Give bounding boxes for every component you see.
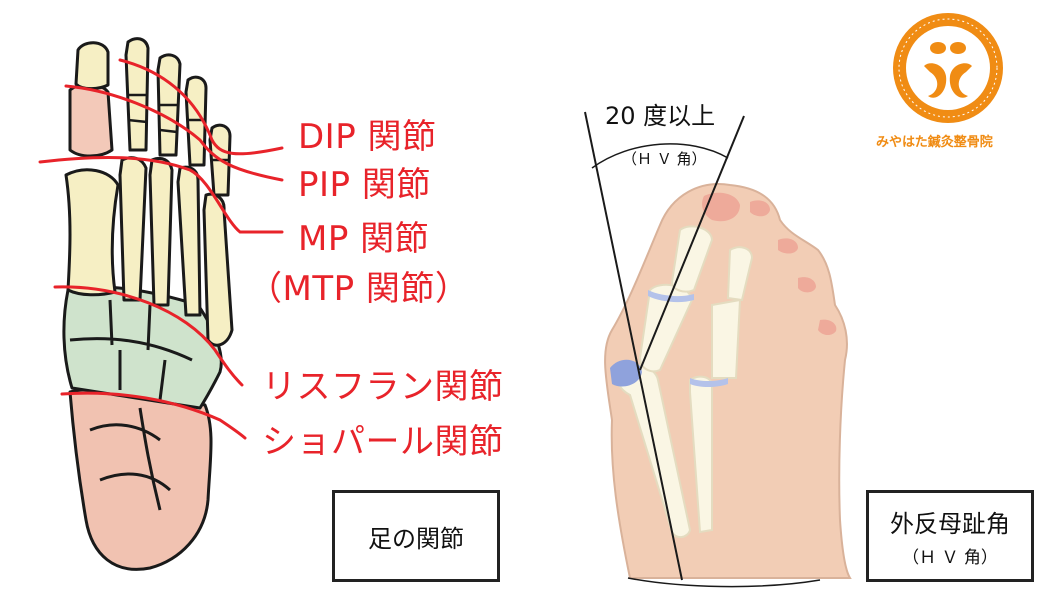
foot-joints-caption: 足の関節 bbox=[368, 524, 464, 553]
hv-angle-subtitle: （Ｈ Ｖ 角） bbox=[622, 150, 707, 168]
nail-big-toe bbox=[702, 192, 740, 222]
label-mtp-joint: （MTP 関節） bbox=[248, 269, 470, 309]
metatarsal-4 bbox=[176, 165, 202, 317]
hv-metatarsal-2 bbox=[689, 375, 713, 534]
hv-toe-3 bbox=[726, 246, 754, 302]
hv-angle-caption-box: 外反母趾角 （Ｈ Ｖ 角） bbox=[866, 490, 1034, 582]
logo-figure-icon bbox=[924, 42, 972, 98]
nail-toe-2 bbox=[750, 200, 770, 217]
chopart-line bbox=[60, 391, 247, 440]
clinic-name: みやはた鍼灸整骨院 bbox=[876, 135, 993, 150]
label-dip-joint: DIP 関節 bbox=[298, 117, 437, 157]
hv-toe-2 bbox=[711, 298, 742, 379]
label-lisfranc-joint: リスフラン関節 bbox=[262, 367, 504, 407]
metatarsal-1 bbox=[64, 168, 120, 297]
nail-toe-4 bbox=[798, 277, 816, 293]
big-toe-proximal bbox=[68, 82, 114, 158]
nail-toe-3 bbox=[778, 238, 798, 254]
metatarsal-3 bbox=[148, 156, 174, 307]
clinic-logo bbox=[893, 13, 1003, 123]
dip-line bbox=[118, 58, 284, 156]
joint-lines bbox=[38, 58, 284, 440]
mp-line bbox=[38, 155, 284, 234]
hv-angle-arc bbox=[591, 143, 729, 169]
foot-joints-caption-box: 足の関節 bbox=[332, 490, 500, 582]
hv-axis-metatarsal bbox=[584, 111, 683, 581]
metatarsal-2 bbox=[118, 156, 148, 302]
hv-big-toe-proximal bbox=[638, 283, 694, 373]
nail-toe-5 bbox=[818, 319, 837, 336]
hv-caption-subtitle: （Ｈ Ｖ 角） bbox=[902, 548, 998, 568]
hv-caption-title: 外反母趾角 bbox=[890, 510, 1010, 538]
label-pip-joint: PIP 関節 bbox=[298, 165, 431, 205]
pip-line bbox=[64, 84, 284, 182]
joint-cartilage-2 bbox=[690, 378, 728, 387]
lisfranc-line bbox=[53, 285, 244, 387]
hallux-valgus-foot bbox=[584, 111, 852, 588]
hv-axis-toe bbox=[639, 115, 745, 371]
big-toe-distal bbox=[74, 41, 110, 91]
bunion-cartilage bbox=[610, 359, 642, 387]
hv-bottom-arc bbox=[627, 577, 821, 588]
label-mp-joint: MP 関節 bbox=[298, 219, 430, 259]
label-chopart-joint: ショパール関節 bbox=[262, 422, 504, 462]
hv-angle-value: 20 度以上 bbox=[605, 102, 716, 130]
